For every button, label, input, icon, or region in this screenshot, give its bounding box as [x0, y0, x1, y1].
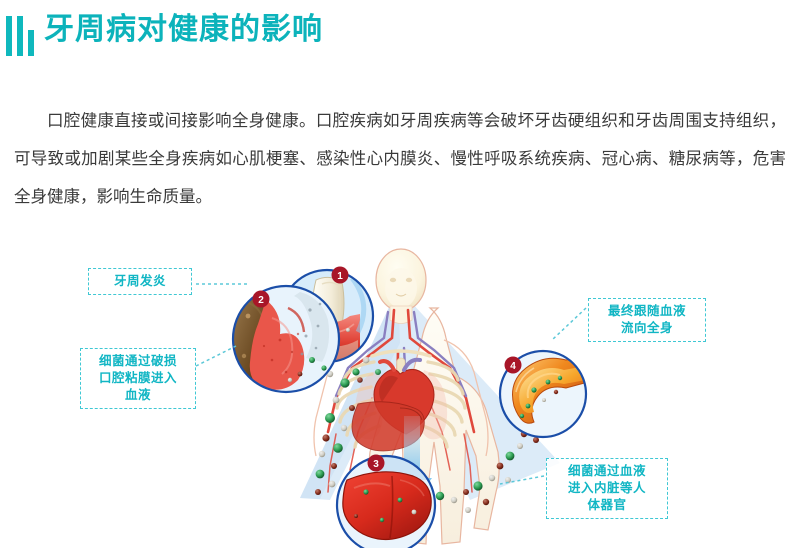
callout-blood-circulation: 最终跟随血液 流向全身: [588, 298, 706, 342]
blood-vessel-inset: 4: [498, 349, 588, 439]
callout-4-line-1: 细菌通过血液: [567, 464, 646, 478]
inset-badge-2: 2: [252, 290, 270, 308]
svg-text:4: 4: [510, 361, 516, 372]
callout-bacteria-reach-organs: 细菌通过血液 进入内脏等人 体器官: [546, 458, 668, 519]
callout-1-line-1: 牙周发炎: [113, 274, 166, 288]
callout-2-line-1: 细菌通过破损: [98, 354, 177, 368]
svg-text:2: 2: [258, 295, 264, 306]
periodontal-health-diagram: 1: [0, 248, 800, 548]
inset-badge-4: 4: [504, 356, 522, 374]
svg-text:1: 1: [337, 271, 343, 282]
inset-badge-1: 1: [331, 266, 349, 284]
body-paragraph: 口腔健康直接或间接影响全身健康。口腔疾病如牙周疾病等会破坏牙齿硬组织和牙齿周围支…: [14, 112, 786, 206]
callout-3-line-2: 流向全身: [620, 321, 673, 335]
svg-text:3: 3: [373, 459, 379, 470]
liver-inset: 3: [335, 454, 437, 548]
callout-leader-lines: [195, 283, 587, 485]
callout-2-line-3: 血液: [124, 388, 151, 402]
inset-badge-3: 3: [367, 454, 385, 472]
callout-3-line-1: 最终跟随血液: [607, 304, 686, 318]
callout-4-line-3: 体器官: [587, 498, 627, 512]
inflamed-gum-inset: 2: [231, 284, 341, 394]
page-header: 牙周病对健康的影响: [0, 0, 800, 70]
title-accent-bars-icon: [6, 12, 40, 56]
bacteria-particles: [315, 356, 556, 513]
callout-4-line-2: 进入内脏等人: [567, 481, 646, 495]
callout-periodontal-inflammation: 牙周发炎: [88, 268, 192, 295]
callout-2-line-2: 口腔粘膜进入: [98, 371, 177, 385]
page-title: 牙周病对健康的影响: [44, 13, 323, 46]
callout-bacteria-enter-blood: 细菌通过破损 口腔粘膜进入 血液: [80, 348, 196, 409]
